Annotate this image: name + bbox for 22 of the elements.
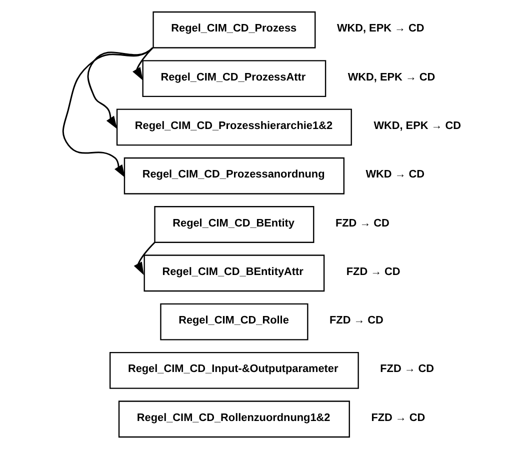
arrow [87, 47, 154, 130]
node-box: Regel_CIM_CD_Rolle [160, 303, 308, 340]
arrow [132, 47, 154, 80]
node-label: FZD → CD [346, 266, 400, 278]
node-box: Regel_CIM_CD_BEntity [154, 206, 314, 243]
node-label: FZD → CD [371, 412, 426, 424]
node-box: Regel_CIM_CD_Prozessanordnung [124, 157, 345, 194]
node-box: Regel_CIM_CD_Prozess [152, 11, 316, 48]
node-label: WKD, EPK → CD [336, 22, 424, 35]
arrow [62, 47, 154, 178]
node-label: WKD, EPK → CD [374, 120, 461, 132]
node-label: FZD → CD [330, 314, 384, 327]
node-box: Regel_CIM_CD_Input-&Outputparameter [110, 352, 359, 389]
node-label: FZD → CD [380, 363, 434, 376]
node-box: Regel_CIM_CD_Rollenzuordnung1&2 [118, 400, 350, 438]
node-label: WKD, EPK → CD [348, 71, 436, 84]
node-box: Regel_CIM_CD_Prozesshierarchie1&2 [116, 108, 352, 146]
node-box: Regel_CIM_CD_ProzessAttr [142, 60, 326, 97]
arrow [134, 242, 156, 276]
node-label: WKD → CD [366, 168, 425, 181]
node-box: Regel_CIM_CD_BEntityAttr [144, 254, 325, 292]
node-label: FZD → CD [335, 217, 390, 230]
